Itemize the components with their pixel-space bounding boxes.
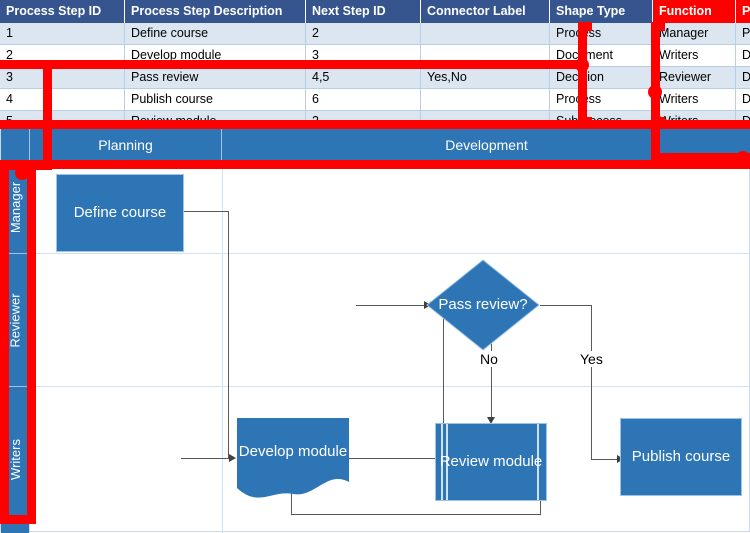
cell-next-step-id[interactable]: 4,5	[306, 67, 421, 89]
connector-1-to-2-arrowhead	[229, 454, 236, 462]
table-header-row: Process Step ID Process Step Description…	[0, 0, 750, 23]
phase-header-development[interactable]: Development	[222, 129, 750, 161]
cell-phase[interactable]: Development	[736, 67, 750, 89]
cell-phase[interactable]: Planning	[736, 23, 750, 45]
lane-label-writers-text: Writers	[8, 439, 23, 480]
shape-label-define-course: Define course	[74, 204, 167, 222]
cell-next-step-id[interactable]: 3	[306, 45, 421, 67]
connector-5-to-2-seg-h	[291, 514, 541, 515]
cell-function[interactable]: Manager	[653, 23, 736, 45]
column-header-shape-type[interactable]: Shape Type	[550, 0, 653, 23]
cell-step-id[interactable]: 1	[0, 23, 125, 45]
column-header-function[interactable]: Function	[653, 0, 736, 23]
cell-step-id[interactable]: 2	[0, 45, 125, 67]
table-row[interactable]: 4 Publish course 6 Process Writers Devel…	[0, 89, 750, 111]
shape-label-pass-review: Pass review?	[438, 296, 527, 314]
connector-3-yes-seg-v	[591, 305, 592, 460]
cell-phase[interactable]: Development	[736, 89, 750, 111]
cell-function[interactable]: Writers	[653, 89, 736, 111]
cell-connector-label[interactable]	[421, 23, 550, 45]
shape-label-publish-course: Publish course	[632, 448, 730, 466]
lane-label-manager[interactable]: Manager	[1, 162, 30, 253]
cell-connector-label[interactable]	[421, 89, 550, 111]
phase-band-corner	[1, 129, 30, 161]
process-data-table: Process Step ID Process Step Description…	[0, 0, 750, 133]
lane-divider-manager-reviewer	[30, 253, 750, 254]
cell-phase[interactable]: Development	[736, 45, 750, 67]
column-header-next-step-id[interactable]: Next Step ID	[306, 0, 421, 23]
connector-1-to-2-seg-v	[228, 211, 229, 458]
cell-description[interactable]: Define course	[125, 23, 306, 45]
cell-description[interactable]: Pass review	[125, 67, 306, 89]
cell-next-step-id[interactable]: 6	[306, 89, 421, 111]
cell-connector-label[interactable]: Yes,No	[421, 67, 550, 89]
flowchart-shape-define-course[interactable]: Define course	[56, 174, 184, 252]
cell-function[interactable]: Reviewer	[653, 67, 736, 89]
table-row[interactable]: 2 Develop module 3 Document Writers Deve…	[0, 45, 750, 67]
cell-shape-type[interactable]: Document	[550, 45, 653, 67]
cell-shape-type[interactable]: Process	[550, 23, 653, 45]
phase-header-planning[interactable]: Planning	[30, 129, 222, 161]
cell-description[interactable]: Develop module	[125, 45, 306, 67]
flowchart-shape-publish-course[interactable]: Publish course	[620, 418, 742, 496]
lane-divider-reviewer-writers	[30, 386, 750, 387]
lane-label-reviewer[interactable]: Reviewer	[1, 254, 30, 386]
lane-label-manager-text: Manager	[8, 182, 23, 233]
connector-3-yes-seg-h2	[591, 459, 619, 460]
cell-step-id[interactable]: 3	[0, 67, 125, 89]
shape-label-develop-module: Develop module	[239, 443, 347, 461]
flowchart-shape-review-module[interactable]: Review module	[435, 423, 547, 501]
cell-description[interactable]: Publish course	[125, 89, 306, 111]
shape-label-review-module: Review module	[440, 453, 543, 471]
cell-shape-type[interactable]: Decision	[550, 67, 653, 89]
column-header-process-step-description[interactable]: Process Step Description	[125, 0, 306, 23]
flowchart-shape-develop-module[interactable]: Develop module	[237, 418, 349, 500]
connector-2-to-3-seg-h	[349, 458, 444, 459]
connector-1-to-2-seg-h	[183, 211, 229, 212]
lane-label-writers[interactable]: Writers	[1, 387, 30, 531]
cell-function[interactable]: Writers	[653, 45, 736, 67]
column-header-connector-label[interactable]: Connector Label	[421, 0, 550, 23]
connector-label-no: No	[478, 351, 500, 367]
cell-shape-type[interactable]: Process	[550, 89, 653, 111]
column-header-phase[interactable]: Phase	[736, 0, 750, 23]
connector-label-yes: Yes	[578, 351, 605, 367]
lane-label-reviewer-text: Reviewer	[8, 293, 23, 347]
table-row[interactable]: 3 Pass review 4,5 Yes,No Decision Review…	[0, 67, 750, 89]
cell-step-id[interactable]: 4	[0, 89, 125, 111]
cross-functional-flowchart[interactable]: Planning Development Manager Reviewer Wr…	[0, 128, 750, 532]
cell-next-step-id[interactable]: 2	[306, 23, 421, 45]
table-row[interactable]: 1 Define course 2 Process Manager Planni…	[0, 23, 750, 45]
column-header-process-step-id[interactable]: Process Step ID	[0, 0, 125, 23]
flowchart-shape-pass-review[interactable]: Pass review?	[426, 259, 540, 351]
phase-header-band: Planning Development	[1, 129, 750, 161]
connector-1-to-2-seg-h2	[181, 458, 229, 459]
connector-3-yes-seg-h	[540, 305, 592, 306]
phase-divider-planning-development	[222, 161, 223, 533]
cell-connector-label[interactable]	[421, 45, 550, 67]
